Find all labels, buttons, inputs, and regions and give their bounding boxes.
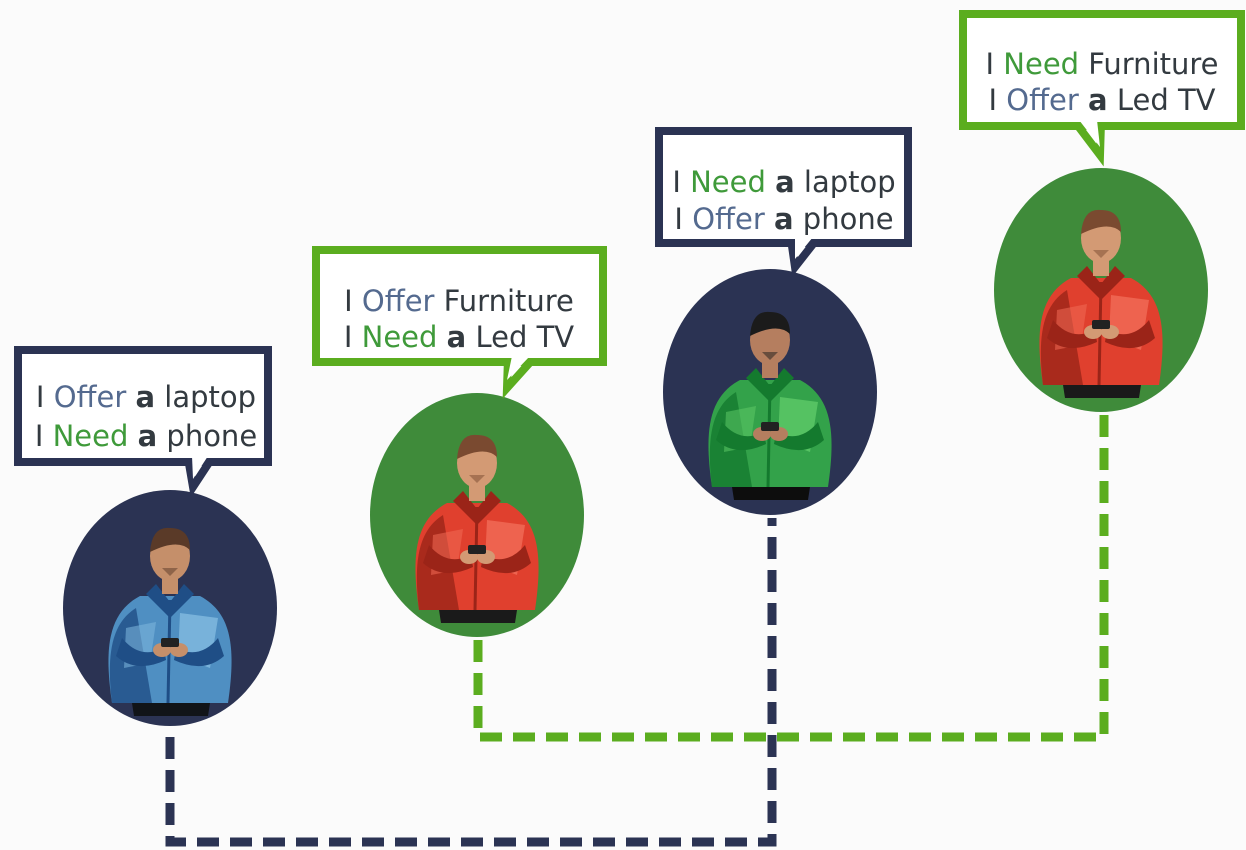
connectors [165,415,1109,847]
navy-connector [165,518,777,847]
text-segment [1079,83,1088,117]
person-2-figure-icon [415,434,539,623]
text-segment [128,419,137,453]
text-segment: Furniture [434,284,573,318]
text-segment: Led TV [466,320,574,354]
text-segment: Led TV [1108,83,1216,117]
green-connector [473,415,1109,742]
person-3-bubble-line-1: I Need a laptop [672,165,895,199]
text-segment: I [986,47,1004,81]
person-2 [370,393,584,637]
text-segment: I [35,419,53,453]
text-segment: I [674,202,692,236]
offer-word: Offer [362,284,435,318]
person-3 [663,269,877,515]
text-segment: I [344,320,362,354]
article-word: a [774,202,794,236]
article-word: a [136,380,156,414]
need-word: Need [690,165,766,199]
person-4 [994,168,1208,412]
people [63,168,1208,726]
offer-word: Offer [54,380,127,414]
person-1 [63,490,277,726]
person-1-bubble-line-2: I Need a phone [35,419,257,453]
text-segment [437,320,446,354]
person-4-bubble-line-1: I Need Furniture [986,47,1219,81]
need-word: Need [362,320,438,354]
article-word: a [775,165,795,199]
text-segment [766,165,775,199]
person-4-figure-icon [1039,209,1163,398]
text-segment: I [672,165,690,199]
text-segment: phone [157,419,257,453]
text-segment: I [36,380,54,414]
person-1-bubble-line-1: I Offer a laptop [36,380,256,414]
person-3-bubble-line-2: I Offer a phone [674,202,893,236]
offer-word: Offer [1006,83,1079,117]
text-segment: I [344,284,362,318]
text-segment [765,202,774,236]
text-segment: Furniture [1079,47,1218,81]
text-segment: I [988,83,1006,117]
article-word: a [1088,83,1108,117]
need-word: Need [1003,47,1079,81]
text-segment: phone [794,202,894,236]
text-segment: laptop [155,380,256,414]
person-2-bubble-line-2: I Need a Led TV [344,320,574,354]
person-4-bubble-line-2: I Offer a Led TV [988,83,1215,117]
text-segment: laptop [795,165,896,199]
person-1-figure-icon [108,527,232,716]
person-3-figure-icon [708,311,832,500]
person-2-bubble-line-1: I Offer Furniture [344,284,574,318]
need-word: Need [53,419,129,453]
article-word: a [447,320,467,354]
offer-word: Offer [692,202,765,236]
text-segment [126,380,135,414]
article-word: a [138,419,158,453]
